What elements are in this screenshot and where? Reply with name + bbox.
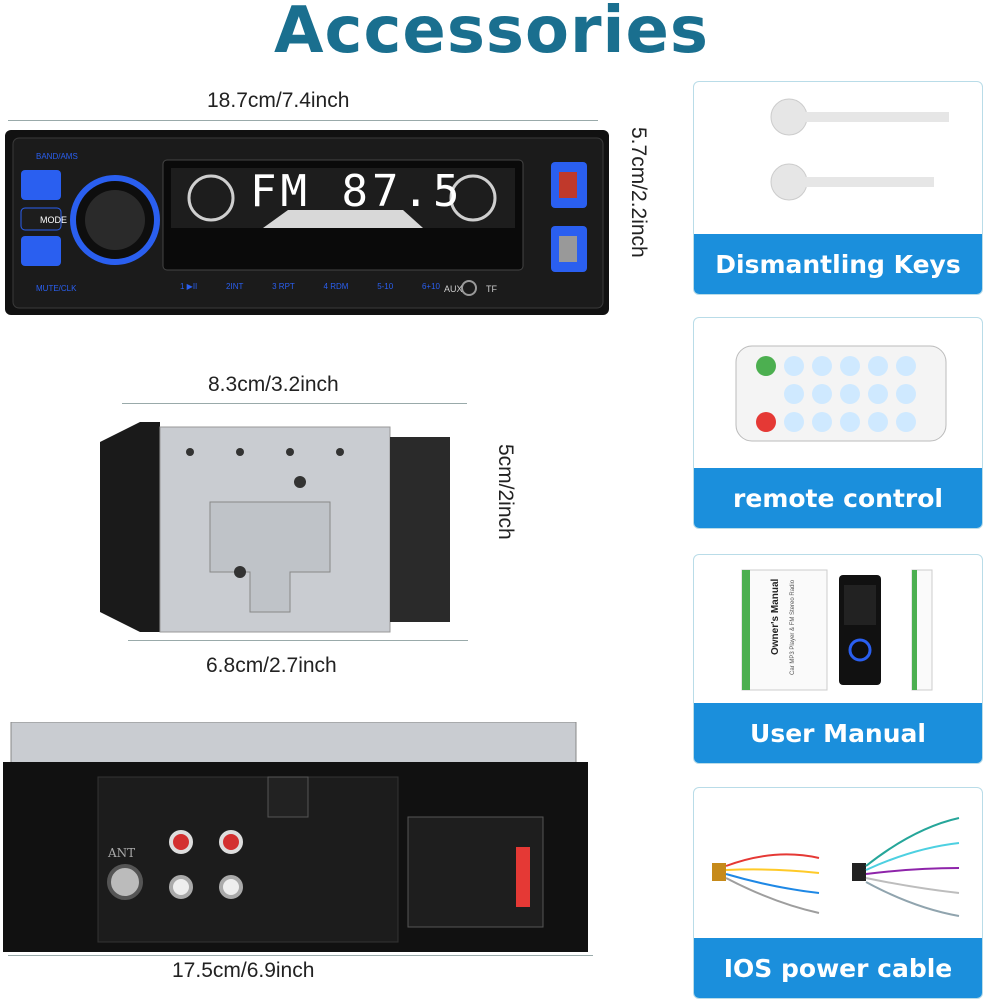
button-mute-clk: MUTE/CLK bbox=[36, 284, 77, 293]
preset-3: 3 RPT bbox=[272, 282, 295, 291]
remote-icon bbox=[735, 345, 947, 442]
accessory-label: IOS power cable bbox=[694, 938, 982, 998]
accessory-card-manual: Owner's Manual Car MP3 Player & FM Stere… bbox=[693, 554, 983, 764]
accessory-card-keys: Dismantling Keys bbox=[693, 81, 983, 295]
button-band-ams: BAND/AMS bbox=[36, 152, 78, 161]
preset-2: 2INT bbox=[226, 282, 244, 291]
accessory-label: remote control bbox=[694, 468, 982, 528]
preset-6: 6+10 bbox=[421, 282, 440, 291]
key-icon bbox=[770, 98, 949, 201]
side-base-label: 6.8cm/2.7inch bbox=[206, 654, 337, 677]
manual-heading: Owner's Manual bbox=[770, 578, 781, 655]
preset-1: 1 ▶II bbox=[180, 282, 198, 291]
preset-row: 1 ▶II 2INT 3 RPT 4 RDM 5-10 6+10 bbox=[180, 282, 440, 291]
side-base-line bbox=[128, 640, 468, 641]
accessory-card-cable: IOS power cable bbox=[693, 787, 983, 999]
accessory-label: Dismantling Keys bbox=[694, 234, 982, 294]
front-height-label: 5.7cm/2.2inch bbox=[627, 127, 650, 258]
radio-front-panel bbox=[5, 130, 609, 315]
tf-port-label: TF bbox=[486, 284, 497, 294]
manual-subheading: Car MP3 Player & FM Stereo Radio bbox=[790, 579, 796, 675]
radio-side-view bbox=[100, 422, 450, 633]
rear-width-label: 17.5cm/6.9inch bbox=[172, 959, 315, 982]
preset-4: 4 RDM bbox=[323, 282, 349, 291]
accessory-card-remote: remote control bbox=[693, 317, 983, 529]
front-width-line bbox=[8, 120, 598, 121]
cable-icon bbox=[712, 817, 960, 917]
preset-5: 5-10 bbox=[377, 282, 394, 291]
radio-display: FM 87.5 bbox=[250, 166, 464, 217]
page-title: Accessories bbox=[274, 0, 709, 68]
side-depth-line bbox=[122, 403, 467, 404]
front-width-label: 18.7cm/7.4inch bbox=[207, 89, 350, 112]
aux-port-label: AUX bbox=[444, 284, 463, 294]
side-height-label: 5cm/2inch bbox=[494, 444, 517, 540]
radio-rear-view bbox=[3, 722, 588, 952]
accessory-label: User Manual bbox=[694, 703, 982, 763]
rear-width-line bbox=[8, 955, 593, 956]
side-depth-label: 8.3cm/3.2inch bbox=[208, 373, 339, 396]
manual-icon bbox=[741, 569, 933, 691]
button-mode: MODE bbox=[40, 215, 67, 225]
ant-label: ANT bbox=[108, 846, 136, 860]
